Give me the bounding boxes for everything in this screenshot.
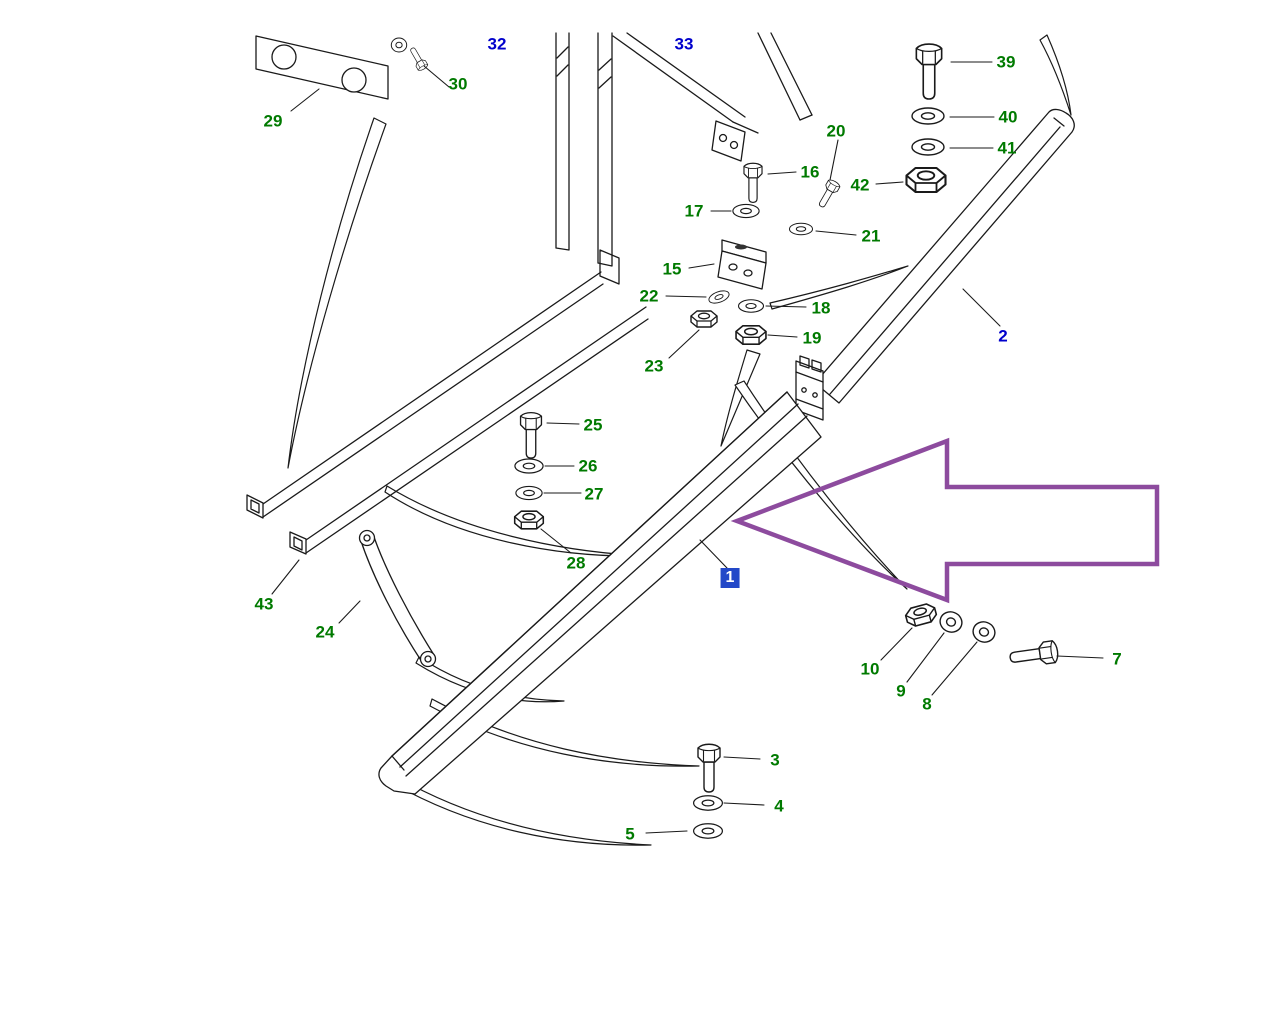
part-callout-10[interactable]: 10 <box>860 659 880 679</box>
part-callout-20[interactable]: 20 <box>826 121 846 141</box>
strap-24 <box>358 529 437 668</box>
part-callout-22[interactable]: 22 <box>639 286 659 306</box>
part-callout-8[interactable]: 8 <box>922 694 932 714</box>
bolt-39 <box>915 43 943 100</box>
part-callout-2[interactable]: 2 <box>998 326 1008 346</box>
nut-23 <box>690 310 718 328</box>
sill-panel-2 <box>814 108 1075 404</box>
part-callout-5[interactable]: 5 <box>625 824 635 844</box>
nut-19 <box>735 324 767 346</box>
part-callout-26[interactable]: 26 <box>578 456 598 476</box>
channel-rails <box>246 271 649 555</box>
part-callout-24[interactable]: 24 <box>315 622 335 642</box>
part-callout-25[interactable]: 25 <box>583 415 603 435</box>
washer-17 <box>732 203 760 219</box>
nut-42 <box>905 166 947 194</box>
sill-panel-1 <box>378 391 822 795</box>
bolt-20 <box>814 177 842 211</box>
washer-40 <box>911 107 945 125</box>
leader-lines <box>271 61 1104 834</box>
washer-9 <box>936 608 966 636</box>
part-callout-1[interactable]: 1 <box>720 568 740 588</box>
nut-28 <box>513 510 545 530</box>
part-callout-40[interactable]: 40 <box>998 107 1018 127</box>
bolt-3 <box>697 743 721 793</box>
washer-21 <box>788 222 814 236</box>
washer-22 <box>706 287 732 307</box>
part-callout-30[interactable]: 30 <box>448 74 468 94</box>
part-callout-28[interactable]: 28 <box>566 553 586 573</box>
part-callout-3[interactable]: 3 <box>770 750 780 770</box>
part-callout-23[interactable]: 23 <box>644 356 664 376</box>
part-callout-18[interactable]: 18 <box>811 298 831 318</box>
washer-26 <box>514 458 544 474</box>
part-callout-4[interactable]: 4 <box>774 796 784 816</box>
sill-joint <box>795 355 824 421</box>
part-callout-27[interactable]: 27 <box>584 484 604 504</box>
bolt-25 <box>519 411 543 459</box>
highlight-arrow <box>730 437 1160 604</box>
part-callout-32[interactable]: 32 <box>487 34 507 54</box>
part-callout-39[interactable]: 39 <box>996 52 1016 72</box>
nut-10 <box>903 601 939 629</box>
part-callout-41[interactable]: 41 <box>997 138 1017 158</box>
washer-41 <box>911 138 945 156</box>
pointer-curves <box>287 34 1072 846</box>
part-callout-33[interactable]: 33 <box>674 34 694 54</box>
bracket-15 <box>717 239 767 290</box>
part-callout-29[interactable]: 29 <box>263 111 283 131</box>
part-callout-19[interactable]: 19 <box>802 328 822 348</box>
washer-5 <box>692 823 724 839</box>
bolt-16 <box>743 162 763 203</box>
bracket-29 <box>255 35 389 100</box>
part-callout-17[interactable]: 17 <box>684 201 704 221</box>
bolt-7 <box>1007 639 1060 670</box>
washer-4 <box>692 795 724 811</box>
part-callout-9[interactable]: 9 <box>896 681 906 701</box>
part-callout-21[interactable]: 21 <box>861 226 881 246</box>
bolt-30 <box>390 37 430 73</box>
body-frame <box>555 32 813 285</box>
part-callout-16[interactable]: 16 <box>800 162 820 182</box>
washer-8 <box>969 618 999 646</box>
part-callout-43[interactable]: 43 <box>254 594 274 614</box>
washer-18 <box>737 299 765 313</box>
part-callout-7[interactable]: 7 <box>1112 649 1122 669</box>
part-callout-42[interactable]: 42 <box>850 175 870 195</box>
part-callout-15[interactable]: 15 <box>662 259 682 279</box>
washer-27 <box>515 485 543 501</box>
